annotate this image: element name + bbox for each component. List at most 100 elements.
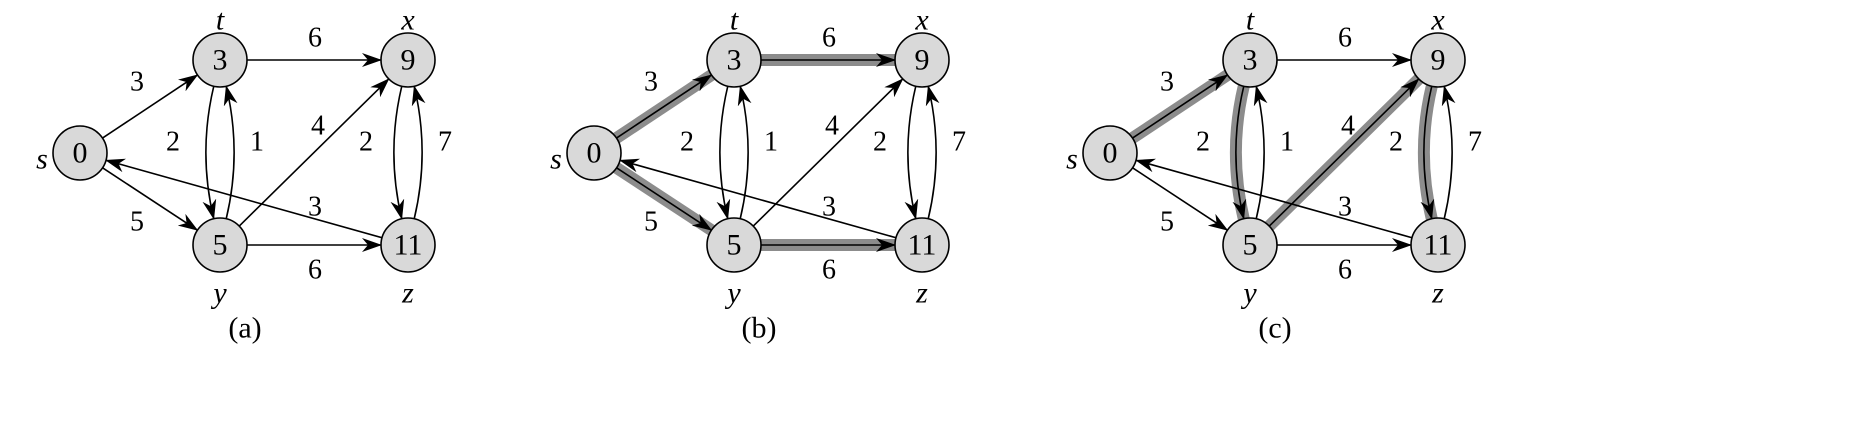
panel-caption: (b) xyxy=(742,312,777,345)
edge-weight-y-x: 4 xyxy=(1341,111,1355,142)
edge-weight-y-t: 1 xyxy=(764,127,778,158)
edge-weight-z-x: 7 xyxy=(1468,127,1482,158)
edge-x-z xyxy=(1420,86,1435,220)
node-name-s: s xyxy=(1066,143,1078,176)
panel-caption: (c) xyxy=(1258,312,1291,345)
edge-weight-t-y: 2 xyxy=(166,127,180,158)
edge-weight-z-x: 7 xyxy=(438,127,452,158)
node-value-x: 9 xyxy=(1431,44,1446,77)
node-name-y: y xyxy=(210,277,227,310)
edge-x-z xyxy=(904,86,919,220)
node-z xyxy=(894,217,950,273)
node-x xyxy=(1410,32,1466,88)
node-t xyxy=(1222,32,1278,88)
edge-weight-y-z: 6 xyxy=(308,255,322,286)
edge-y-x xyxy=(238,78,390,227)
edge-z-s xyxy=(1135,158,1413,239)
edge-s-y xyxy=(616,167,713,231)
edge-weight-s-t: 3 xyxy=(130,67,144,98)
node-value-y: 5 xyxy=(1243,229,1258,262)
panel-a: 3 5 6 2 1 4 6 2 7 3 0s 3 t 9 x 5 y 11 z (a) xyxy=(36,4,452,345)
edge-weight-t-x: 6 xyxy=(822,23,836,54)
node-y xyxy=(192,217,248,273)
edge-y-t xyxy=(1253,85,1268,219)
node-name-z: z xyxy=(915,277,928,310)
edge-y-x xyxy=(1268,78,1420,227)
edge-weight-x-z: 2 xyxy=(359,127,373,158)
edge-weight-z-x: 7 xyxy=(952,127,966,158)
edge-z-s xyxy=(105,158,383,239)
node-s xyxy=(566,125,622,181)
edge-weight-x-z: 2 xyxy=(1389,127,1403,158)
edge-y-t xyxy=(223,85,238,219)
edge-weight-t-y: 2 xyxy=(680,127,694,158)
node-value-s: 0 xyxy=(1103,137,1118,170)
edge-s-y xyxy=(102,167,199,231)
node-s xyxy=(1082,125,1138,181)
node-value-t: 3 xyxy=(213,44,228,77)
edge-s-t xyxy=(616,74,713,139)
node-value-y: 5 xyxy=(727,229,742,262)
edge-weight-t-y: 2 xyxy=(1196,127,1210,158)
edge-weight-s-t: 3 xyxy=(1160,67,1174,98)
node-value-z: 11 xyxy=(1424,229,1453,262)
node-value-z: 11 xyxy=(908,229,937,262)
edge-weight-t-x: 6 xyxy=(308,23,322,54)
edge-weight-y-t: 1 xyxy=(1280,127,1294,158)
edge-t-y xyxy=(1232,86,1247,220)
edge-weight-z-s: 3 xyxy=(308,192,322,223)
edge-z-x xyxy=(1441,85,1456,219)
node-value-t: 3 xyxy=(1243,44,1258,77)
edge-weight-y-z: 6 xyxy=(822,255,836,286)
node-name-s: s xyxy=(550,143,562,176)
node-y xyxy=(706,217,762,273)
node-x xyxy=(894,32,950,88)
edge-x-z xyxy=(390,86,405,220)
node-t xyxy=(706,32,762,88)
edge-y-x xyxy=(752,78,904,227)
node-name-s: s xyxy=(36,143,48,176)
node-name-x: x xyxy=(400,4,415,37)
node-z xyxy=(1410,217,1466,273)
edge-t-y xyxy=(716,86,731,220)
edge-s-t xyxy=(1132,74,1229,139)
edge-weight-x-z: 2 xyxy=(873,127,887,158)
edge-weight-y-t: 1 xyxy=(250,127,264,158)
node-y xyxy=(1222,217,1278,273)
edge-weight-y-x: 4 xyxy=(825,111,839,142)
panel-b: 3 5 6 2 1 4 6 2 7 3 0s 3 t 9 x 5 y 11 z (b) xyxy=(550,4,966,345)
edge-z-x xyxy=(925,85,940,219)
edge-weight-s-t: 3 xyxy=(644,67,658,98)
node-value-z: 11 xyxy=(394,229,423,262)
node-name-x: x xyxy=(1430,4,1445,37)
node-x xyxy=(380,32,436,88)
panel-caption: (a) xyxy=(228,312,261,345)
node-name-y: y xyxy=(1240,277,1257,310)
node-value-x: 9 xyxy=(401,44,416,77)
node-name-z: z xyxy=(401,277,414,310)
node-name-t: t xyxy=(730,4,739,37)
edge-weight-z-s: 3 xyxy=(1338,192,1352,223)
node-t xyxy=(192,32,248,88)
edge-z-s xyxy=(619,158,897,239)
edge-weight-s-y: 5 xyxy=(644,207,658,238)
node-name-x: x xyxy=(914,4,929,37)
edge-s-y xyxy=(1132,167,1229,231)
node-value-x: 9 xyxy=(915,44,930,77)
edge-weight-s-y: 5 xyxy=(130,207,144,238)
node-name-y: y xyxy=(724,277,741,310)
edge-weight-z-s: 3 xyxy=(822,192,836,223)
node-name-t: t xyxy=(216,4,225,37)
node-value-s: 0 xyxy=(73,137,88,170)
node-value-t: 3 xyxy=(727,44,742,77)
edge-y-t xyxy=(737,85,752,219)
edge-weight-s-y: 5 xyxy=(1160,207,1174,238)
edge-weight-t-x: 6 xyxy=(1338,23,1352,54)
node-value-y: 5 xyxy=(213,229,228,262)
node-z xyxy=(380,217,436,273)
edge-weight-y-x: 4 xyxy=(311,111,325,142)
node-value-s: 0 xyxy=(587,137,602,170)
